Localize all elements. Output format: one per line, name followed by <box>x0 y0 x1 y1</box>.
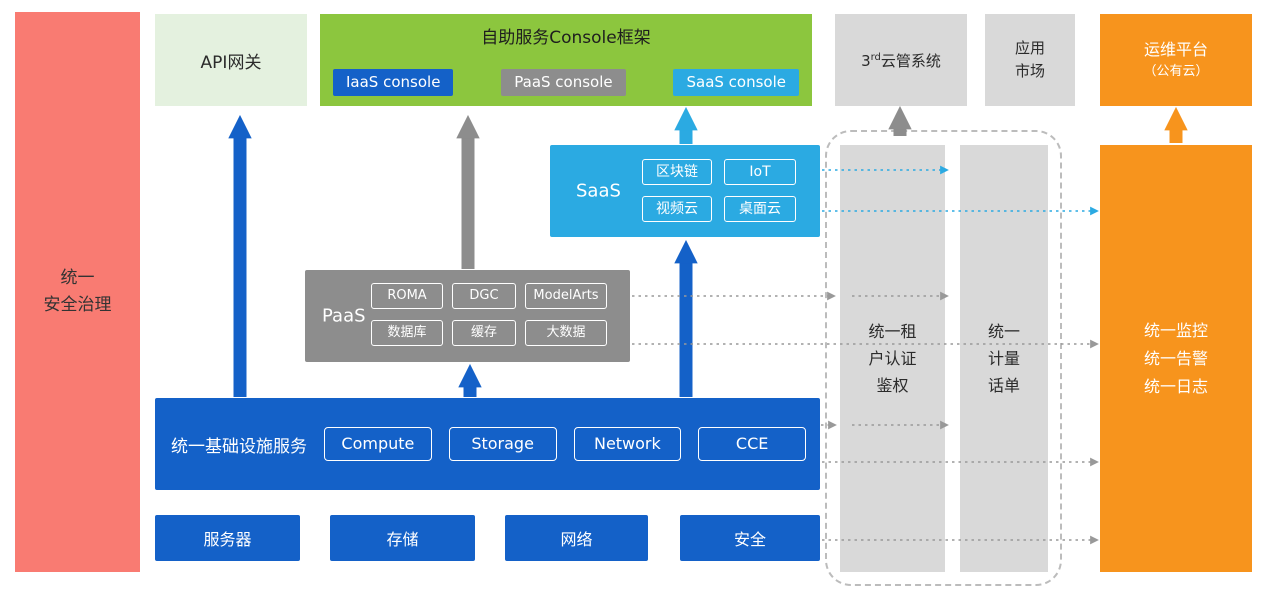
security-governance-bar: 统一 安全治理 <box>15 12 140 572</box>
third-party-num: 3 <box>861 51 871 70</box>
foundation-security-box: 安全 <box>680 515 820 561</box>
monitoring-alarm-log-bar: 统一监控 统一告警 统一日志 <box>1100 145 1252 572</box>
saas-label: SaaS <box>576 180 621 202</box>
paas-chip-modelarts: ModelArts <box>525 283 607 309</box>
foundation-network-box: 网络 <box>505 515 648 561</box>
paas-chips: ROMA DGC ModelArts 数据库 缓存 大数据 <box>371 283 607 346</box>
saas-chip-iot: IoT <box>724 159 796 185</box>
paas-label: PaaS <box>322 305 366 327</box>
infrastructure-services-block: 统一基础设施服务 Compute Storage Network CCE <box>155 398 820 490</box>
metering-line-1: 统一 <box>987 322 1020 341</box>
third-party-superscript: rd <box>870 51 881 63</box>
foundation-storage-box: 存储 <box>330 515 475 561</box>
app-market-box: 应用 市场 <box>985 14 1075 106</box>
paas-chip-roma: ROMA <box>371 283 443 309</box>
saas-console-button: SaaS console <box>673 69 799 96</box>
paas-chip-bigdata: 大数据 <box>525 320 607 346</box>
metering-line-3: 话单 <box>987 376 1020 395</box>
ops-platform-line-1: 运维平台 <box>1143 40 1208 59</box>
metering-billing-bar: 统一 计量 话单 <box>960 145 1048 572</box>
saas-chip-blockchain: 区块链 <box>642 159 712 185</box>
console-frame-box: 自助服务Console框架 IaaS console PaaS console … <box>320 14 812 106</box>
console-buttons-row: IaaS console PaaS console SaaS console <box>333 69 799 96</box>
security-governance-line-1: 统一 <box>60 268 95 288</box>
security-governance-line-2: 安全治理 <box>43 295 112 315</box>
ops-platform-box: 运维平台 （公有云） <box>1100 14 1252 106</box>
console-frame-title: 自助服务Console框架 <box>481 28 651 48</box>
third-party-rest: 云管系统 <box>880 51 941 70</box>
api-gateway-box: API网关 <box>155 14 307 106</box>
saas-chip-video-cloud: 视频云 <box>642 196 712 222</box>
infrastructure-chips: Compute Storage Network CCE <box>324 427 806 461</box>
third-party-cloud-mgmt-box: 3rd云管系统 <box>835 14 967 106</box>
paas-chip-dgc: DGC <box>452 283 516 309</box>
tenant-services-dashed-group <box>825 130 1062 586</box>
saas-block: SaaS 区块链 IoT 视频云 桌面云 <box>550 145 820 237</box>
infra-chip-cce: CCE <box>698 427 806 461</box>
tenant-auth-line-3: 鉴权 <box>876 376 909 395</box>
paas-console-button: PaaS console <box>501 69 626 96</box>
app-market-line-2: 市场 <box>1014 62 1045 80</box>
monitoring-line-3: 统一日志 <box>1143 376 1208 396</box>
infrastructure-services-label: 统一基础设施服务 <box>171 436 307 457</box>
monitoring-line-2: 统一告警 <box>1143 348 1208 368</box>
iaas-console-button: IaaS console <box>333 69 454 96</box>
paas-block: PaaS ROMA DGC ModelArts 数据库 缓存 大数据 <box>305 270 630 362</box>
foundation-server-box: 服务器 <box>155 515 300 561</box>
foundation-server-label: 服务器 <box>203 530 252 549</box>
tenant-auth-bar: 统一租 户认证 鉴权 <box>840 145 945 572</box>
foundation-storage-label: 存储 <box>386 530 419 549</box>
metering-line-2: 计量 <box>987 349 1020 368</box>
saas-chips: 区块链 IoT 视频云 桌面云 <box>642 159 796 222</box>
tenant-auth-line-1: 统一租 <box>868 322 917 341</box>
saas-chip-desktop-cloud: 桌面云 <box>724 196 796 222</box>
foundation-network-label: 网络 <box>560 530 593 549</box>
ops-platform-line-2: （公有云） <box>1143 64 1209 79</box>
app-market-line-1: 应用 <box>1014 39 1045 57</box>
paas-chip-database: 数据库 <box>371 320 443 346</box>
foundation-security-label: 安全 <box>733 530 766 549</box>
third-party-label: 3rd云管系统 <box>861 50 941 71</box>
infra-chip-network: Network <box>573 427 682 461</box>
tenant-auth-line-2: 户认证 <box>868 349 917 368</box>
infra-chip-storage: Storage <box>448 427 557 461</box>
api-gateway-label: API网关 <box>200 52 262 73</box>
paas-chip-cache: 缓存 <box>452 320 516 346</box>
infra-chip-compute: Compute <box>324 427 432 461</box>
monitoring-line-1: 统一监控 <box>1143 320 1208 340</box>
